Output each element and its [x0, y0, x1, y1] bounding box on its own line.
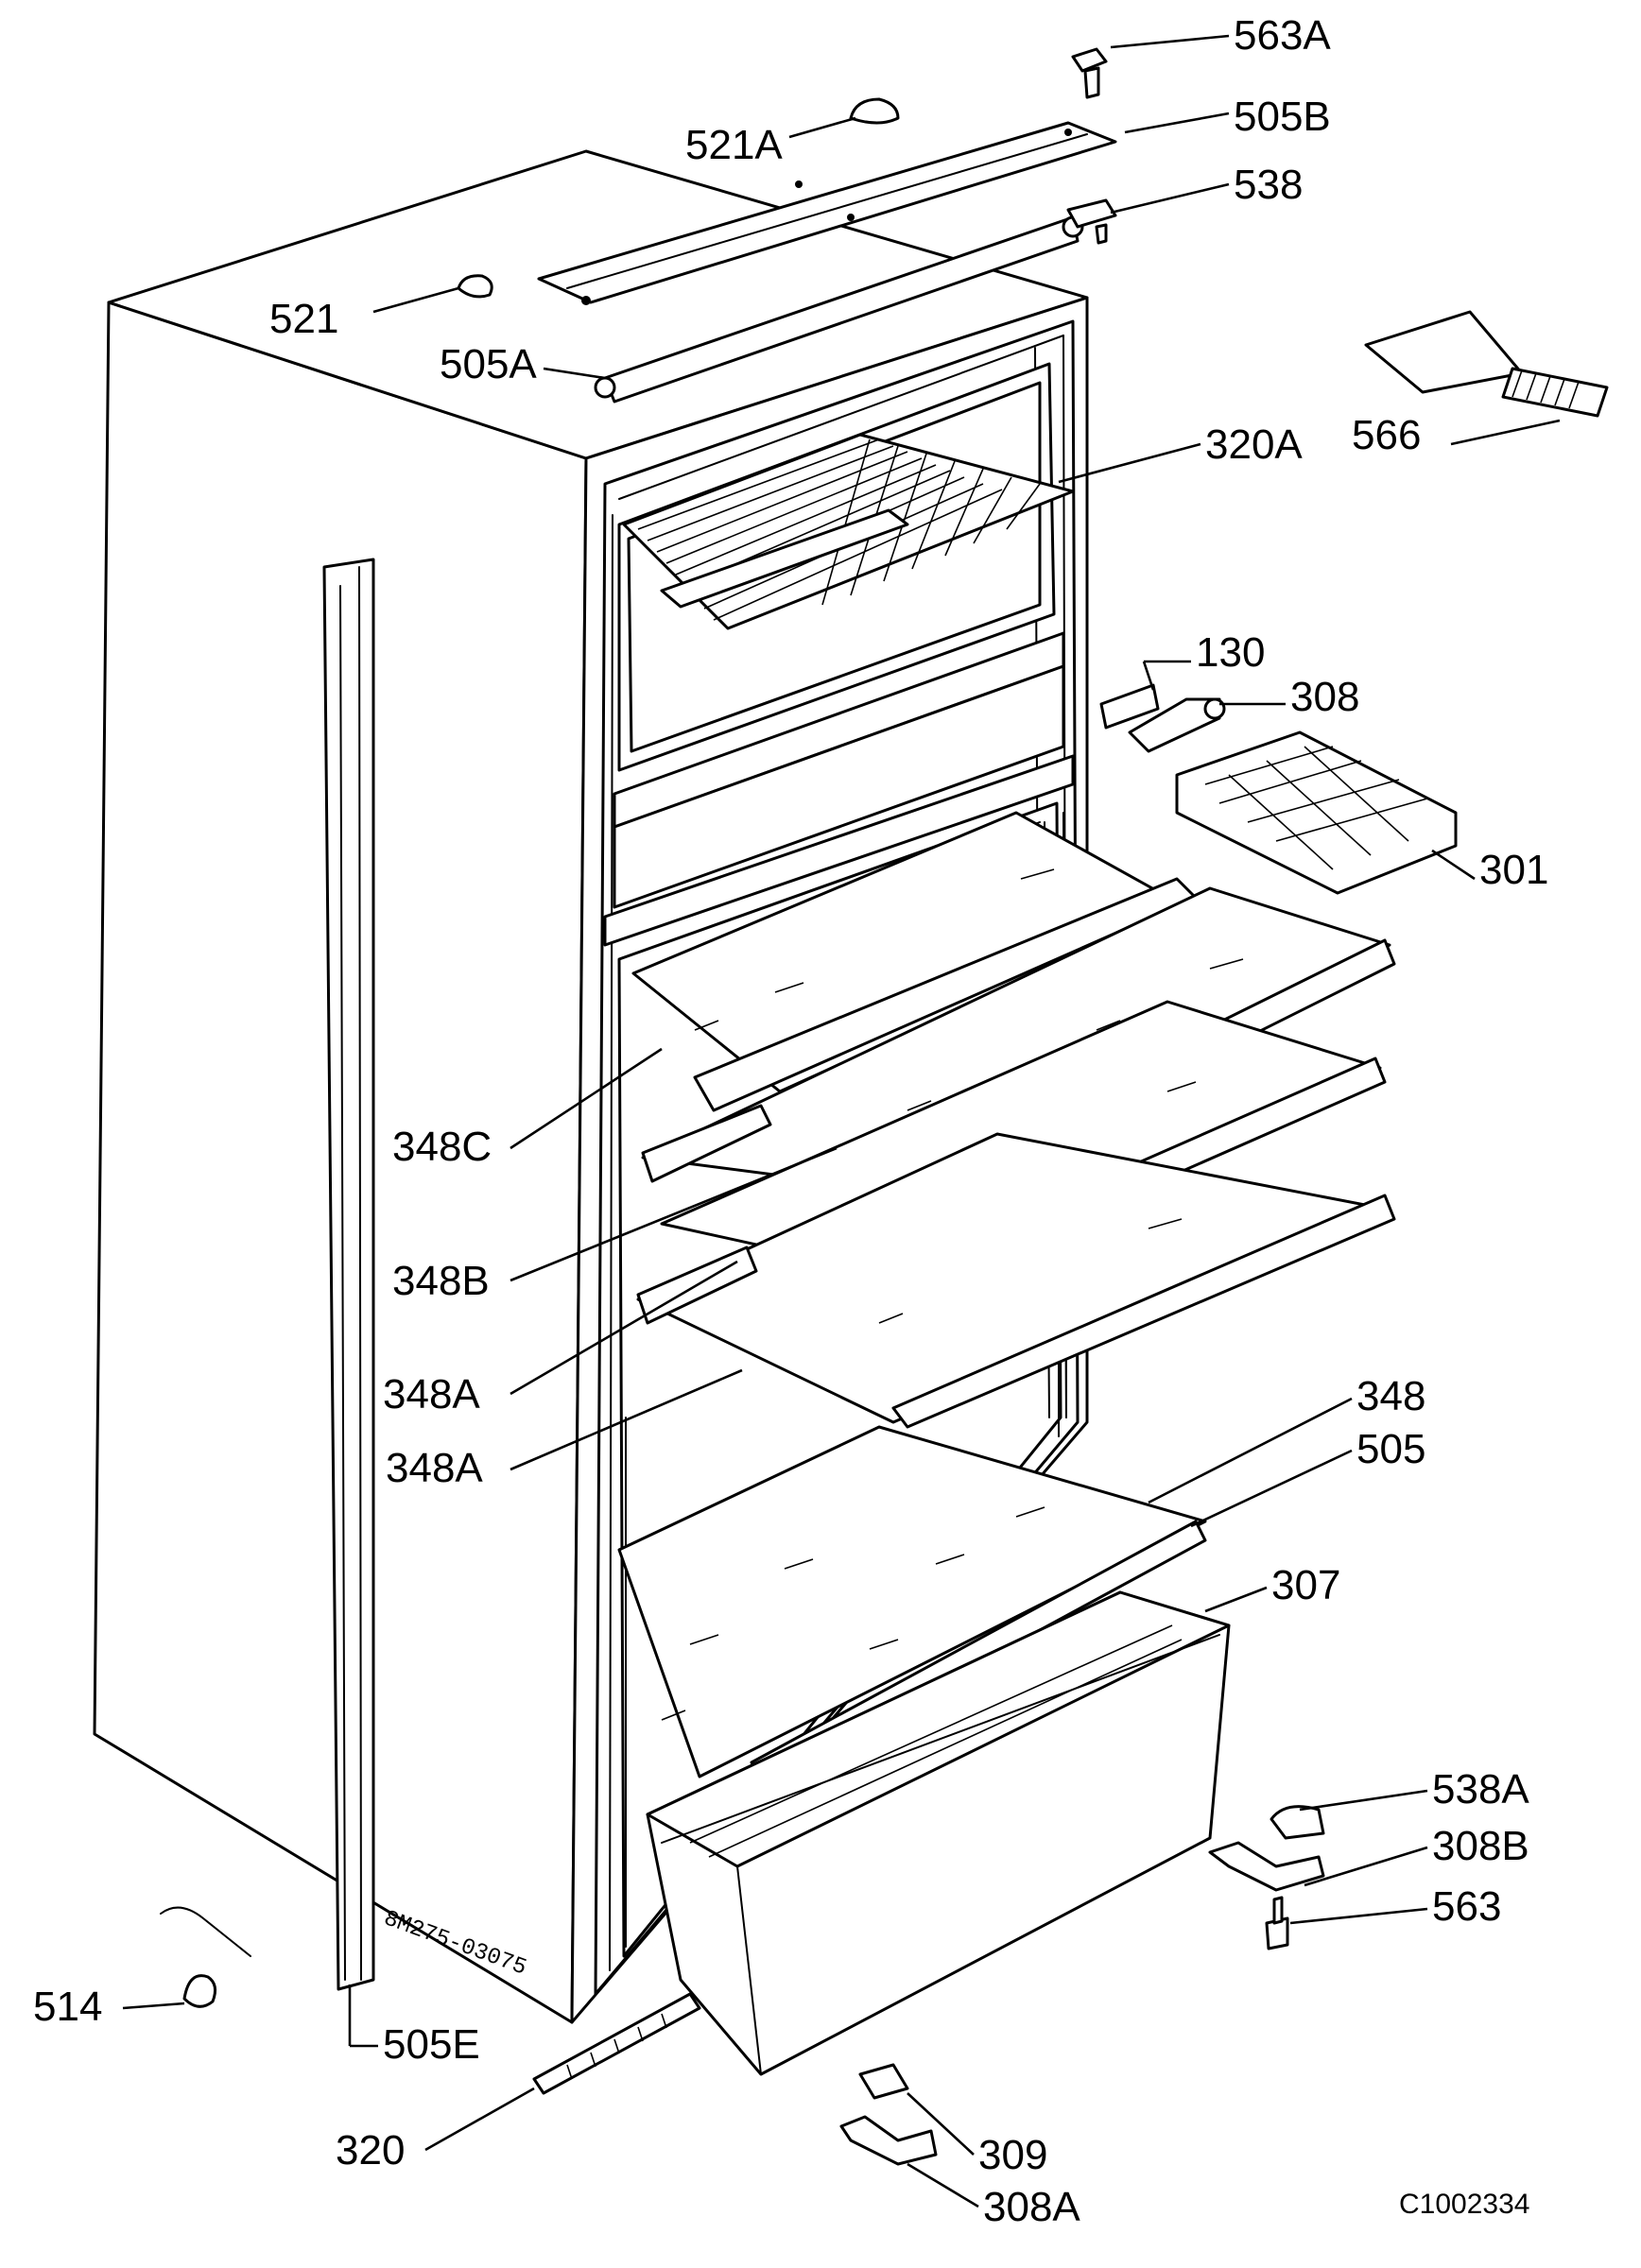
rail-320 — [532, 1992, 701, 2095]
callout-348: 348 — [1356, 1373, 1425, 1419]
callout-308a: 308A — [983, 2184, 1080, 2230]
bracket-308b — [1208, 1841, 1325, 1892]
callout-labels: 563A 521A 505B 538 521 505A 566 320A 130… — [33, 12, 1548, 2230]
squiggle-mark — [160, 1906, 251, 1957]
cap-521a — [849, 97, 900, 125]
ice-scraper-566 — [1364, 310, 1609, 418]
screw-563 — [1265, 1896, 1289, 1950]
callout-538a: 538A — [1432, 1766, 1529, 1813]
ice-tray-301 — [1175, 730, 1458, 895]
callout-348a-lower: 348A — [386, 1445, 483, 1491]
callout-309: 309 — [978, 2132, 1047, 2178]
callout-308b: 308B — [1432, 1823, 1529, 1869]
callout-307: 307 — [1271, 1562, 1340, 1608]
crisper-drawer-307 — [646, 1590, 1231, 2076]
callout-563a: 563A — [1234, 12, 1331, 59]
callout-505: 505 — [1356, 1426, 1425, 1472]
callout-348a-upper: 348A — [383, 1371, 480, 1418]
callout-320a: 320A — [1205, 421, 1303, 468]
callout-348b: 348B — [392, 1258, 490, 1304]
hinge-538a — [1270, 1805, 1325, 1840]
hinge-538 — [1066, 198, 1117, 245]
callout-348c: 348C — [392, 1124, 492, 1170]
bracket-130 — [1099, 683, 1160, 730]
callout-521a: 521A — [685, 122, 783, 168]
callout-130: 130 — [1196, 629, 1265, 676]
callout-301: 301 — [1479, 847, 1548, 893]
callout-320: 320 — [336, 2127, 405, 2174]
foot-514 — [182, 1974, 217, 2008]
leader-lines — [122, 34, 1561, 2208]
figure-code: C1002334 — [1399, 2189, 1529, 2220]
hinge-308 — [1128, 697, 1226, 753]
callout-521: 521 — [269, 296, 338, 342]
screw-563a — [1071, 47, 1108, 99]
callout-563: 563 — [1432, 1883, 1501, 1930]
callout-538: 538 — [1234, 162, 1303, 208]
callout-308: 308 — [1290, 674, 1359, 720]
callout-505b: 505B — [1234, 94, 1331, 140]
door-strip-505e — [322, 558, 375, 1991]
freezer-grid-shelf — [622, 433, 1075, 630]
callout-514: 514 — [33, 1984, 102, 2030]
bracket-308a — [839, 2115, 938, 2166]
callout-566: 566 — [1352, 412, 1421, 458]
top-hinge-bar-505b — [537, 121, 1117, 305]
callout-505e: 505E — [383, 2021, 480, 2068]
clip-309 — [858, 2063, 909, 2100]
cap-521 — [457, 274, 493, 299]
callout-505a: 505A — [440, 341, 537, 387]
